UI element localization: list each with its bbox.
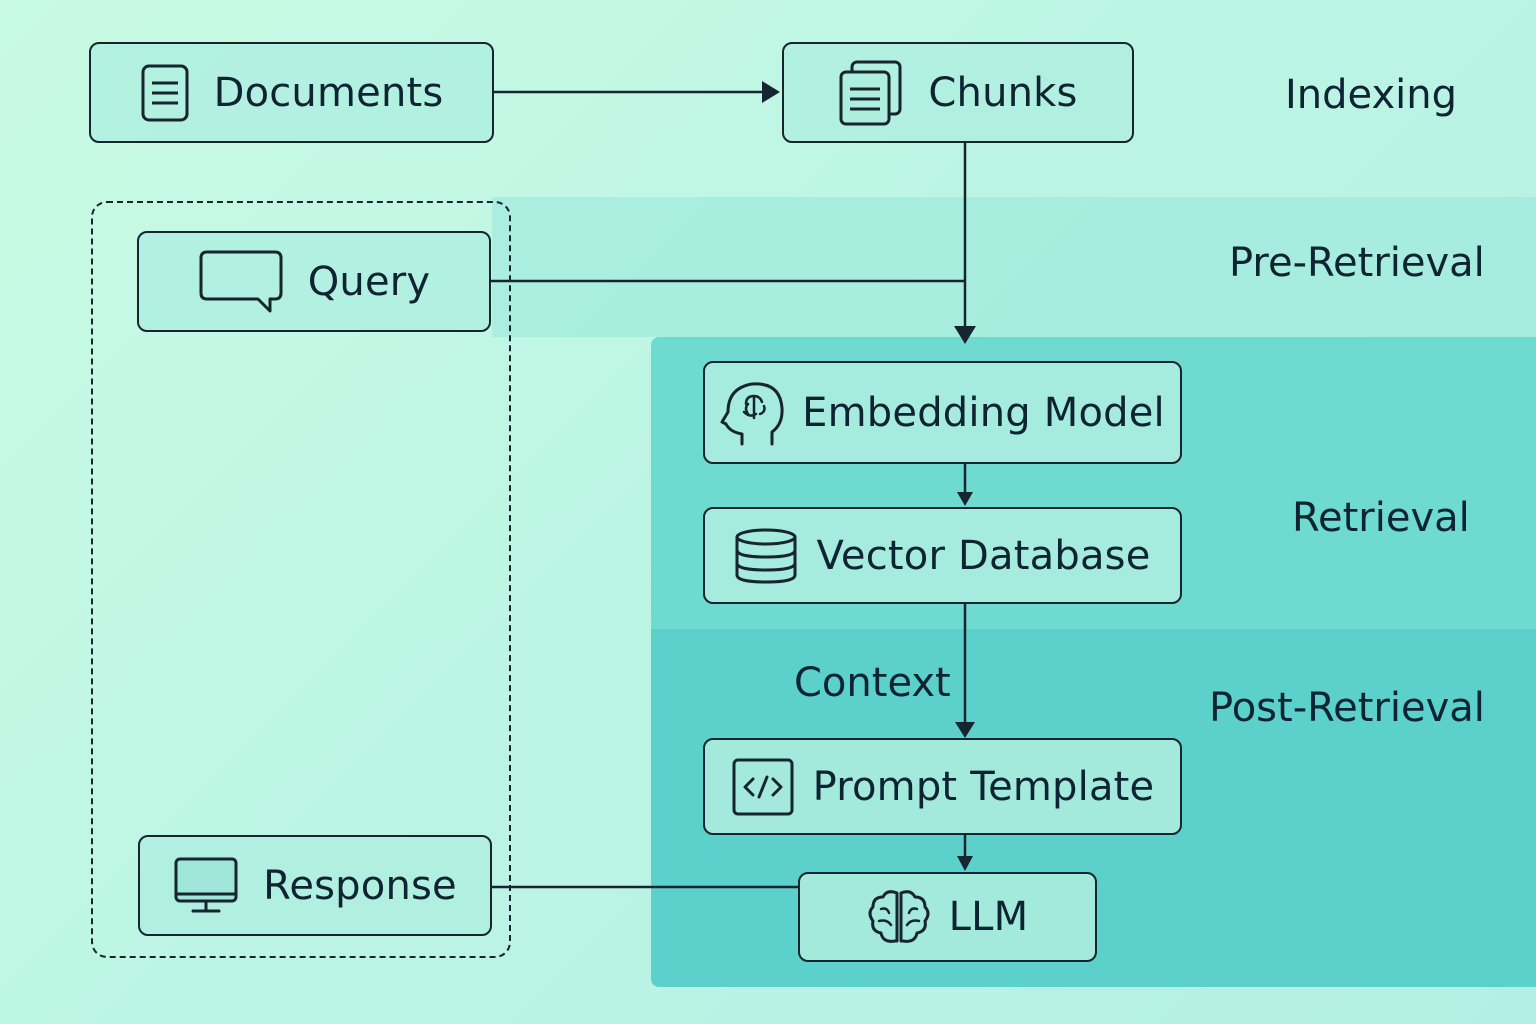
documents-label: Documents bbox=[213, 69, 444, 116]
user-io-group bbox=[91, 201, 511, 958]
arrowhead-chunks bbox=[762, 81, 780, 103]
chunks-label: Chunks bbox=[928, 69, 1078, 116]
vector-database-label: Vector Database bbox=[816, 532, 1151, 579]
llm-node: LLM bbox=[798, 872, 1097, 962]
brain-icon bbox=[868, 890, 930, 943]
embedding-model-label: Embedding Model bbox=[802, 389, 1165, 436]
prompt-template-label: Prompt Template bbox=[812, 763, 1155, 810]
arrowhead-llm bbox=[957, 856, 973, 871]
edge-label-context: Context bbox=[794, 660, 951, 706]
response-node: Response bbox=[138, 835, 492, 936]
arrowhead-vector bbox=[957, 492, 973, 506]
speech-bubble-icon bbox=[199, 250, 283, 312]
documents-node: Documents bbox=[89, 42, 494, 143]
llm-label: LLM bbox=[948, 894, 1029, 940]
stage-label-indexing: Indexing bbox=[1285, 72, 1457, 118]
stage-label-post-retrieval: Post-Retrieval bbox=[1209, 685, 1485, 731]
query-node: Query bbox=[137, 231, 491, 332]
brain-head-icon bbox=[720, 381, 784, 445]
code-icon bbox=[732, 758, 794, 815]
query-label: Query bbox=[307, 258, 431, 305]
document-icon bbox=[141, 64, 189, 121]
chunks-node: Chunks bbox=[782, 42, 1134, 143]
stacked-documents-icon bbox=[839, 60, 902, 125]
embedding-model-node: Embedding Model bbox=[703, 361, 1182, 464]
prompt-template-node: Prompt Template bbox=[703, 738, 1182, 835]
pre-retrieval-band bbox=[492, 197, 1536, 337]
arrowhead-prompt bbox=[955, 722, 975, 738]
database-icon bbox=[735, 528, 797, 584]
arrowhead-embedding bbox=[954, 326, 976, 344]
response-label: Response bbox=[263, 862, 457, 909]
vector-database-node: Vector Database bbox=[703, 507, 1182, 604]
monitor-icon bbox=[174, 857, 238, 912]
stage-label-pre-retrieval: Pre-Retrieval bbox=[1229, 240, 1485, 286]
stage-label-retrieval: Retrieval bbox=[1292, 495, 1470, 541]
